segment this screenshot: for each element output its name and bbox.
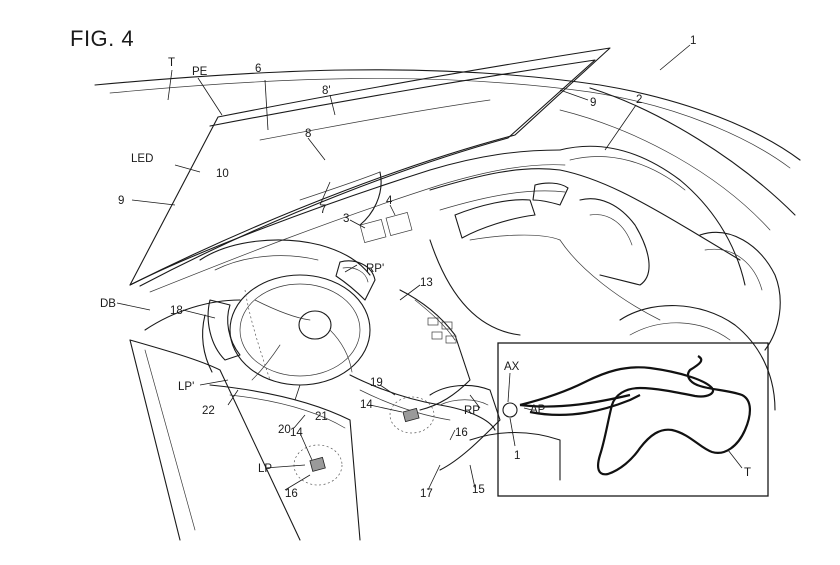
- track-path: [519, 355, 751, 476]
- reference-labels: 1 2 3 4 6 7 8 8' 9 9 10 13 14 14 15 16 1…: [100, 35, 696, 500]
- label-20: 20: [278, 424, 291, 436]
- leader-lines: [116, 44, 691, 491]
- pad-14-right: [402, 407, 420, 423]
- left-door: [129, 299, 301, 541]
- pad-14-left: [309, 456, 326, 472]
- label-16-left: 16: [285, 488, 298, 500]
- label-16-right: 16: [455, 427, 468, 439]
- label-LED: LED: [131, 153, 153, 165]
- floor-and-seats: [209, 384, 561, 541]
- label-15: 15: [472, 484, 485, 496]
- track-inset: AX AP 1 T: [497, 342, 769, 497]
- label-14-left: 14: [290, 427, 303, 439]
- label-17: 17: [420, 488, 433, 500]
- label-22: 22: [202, 405, 215, 417]
- inset-label-T: T: [744, 467, 751, 479]
- label-9-right: 9: [590, 97, 596, 109]
- label-13: 13: [420, 277, 433, 289]
- label-8-prime: 8': [322, 85, 331, 97]
- label-9-left: 9: [118, 195, 124, 207]
- inset-label-1: 1: [514, 450, 520, 462]
- body-sweep-lines: [94, 69, 801, 231]
- label-LP-prime: LP': [178, 381, 194, 393]
- label-18: 18: [170, 305, 183, 317]
- label-T: T: [168, 57, 175, 69]
- label-14-right: 14: [360, 399, 373, 411]
- inset-label-AX: AX: [504, 361, 520, 373]
- label-6: 6: [255, 63, 261, 75]
- label-DB: DB: [100, 298, 116, 310]
- inset-frame: [497, 342, 769, 497]
- right-door: [559, 145, 781, 351]
- label-8: 8: [305, 128, 311, 140]
- vehicle-marker: [502, 402, 518, 418]
- label-21: 21: [315, 411, 328, 423]
- label-7: 7: [320, 204, 326, 216]
- dash-top: [129, 149, 566, 293]
- right-seat: [619, 305, 776, 411]
- label-RP-prime: RP': [366, 263, 384, 275]
- label-1: 1: [690, 35, 696, 47]
- center-console: [349, 289, 496, 431]
- label-3: 3: [343, 213, 349, 225]
- label-4: 4: [386, 195, 393, 207]
- label-RP: RP: [464, 405, 480, 417]
- label-19: 19: [370, 377, 383, 389]
- windshield: [129, 47, 611, 287]
- label-LP: LP: [258, 463, 272, 475]
- label-PE: PE: [192, 66, 208, 78]
- figure-title: FIG. 4: [70, 26, 135, 51]
- label-2: 2: [636, 94, 642, 106]
- passenger-dash: [429, 168, 741, 336]
- inset-label-AP: AP: [530, 404, 546, 416]
- cluster-and-wheel: [199, 239, 376, 386]
- label-10: 10: [216, 168, 229, 180]
